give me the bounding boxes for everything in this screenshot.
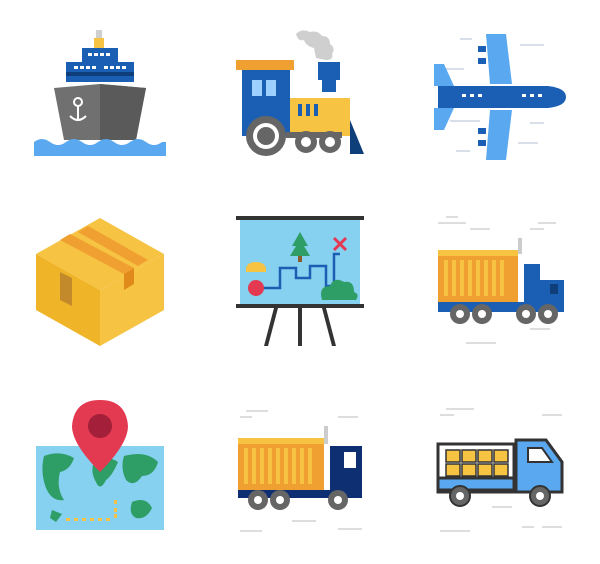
airplane-icon [430, 24, 570, 164]
cargo-truck-icon [230, 396, 370, 536]
route-board-icon [230, 210, 370, 350]
delivery-truck-icon [430, 396, 570, 536]
cruise-ship-icon [30, 24, 170, 164]
container-truck-icon [430, 210, 570, 350]
cardboard-box-icon [30, 210, 170, 350]
steam-train-icon [230, 24, 370, 164]
map-pin-icon [30, 396, 170, 536]
